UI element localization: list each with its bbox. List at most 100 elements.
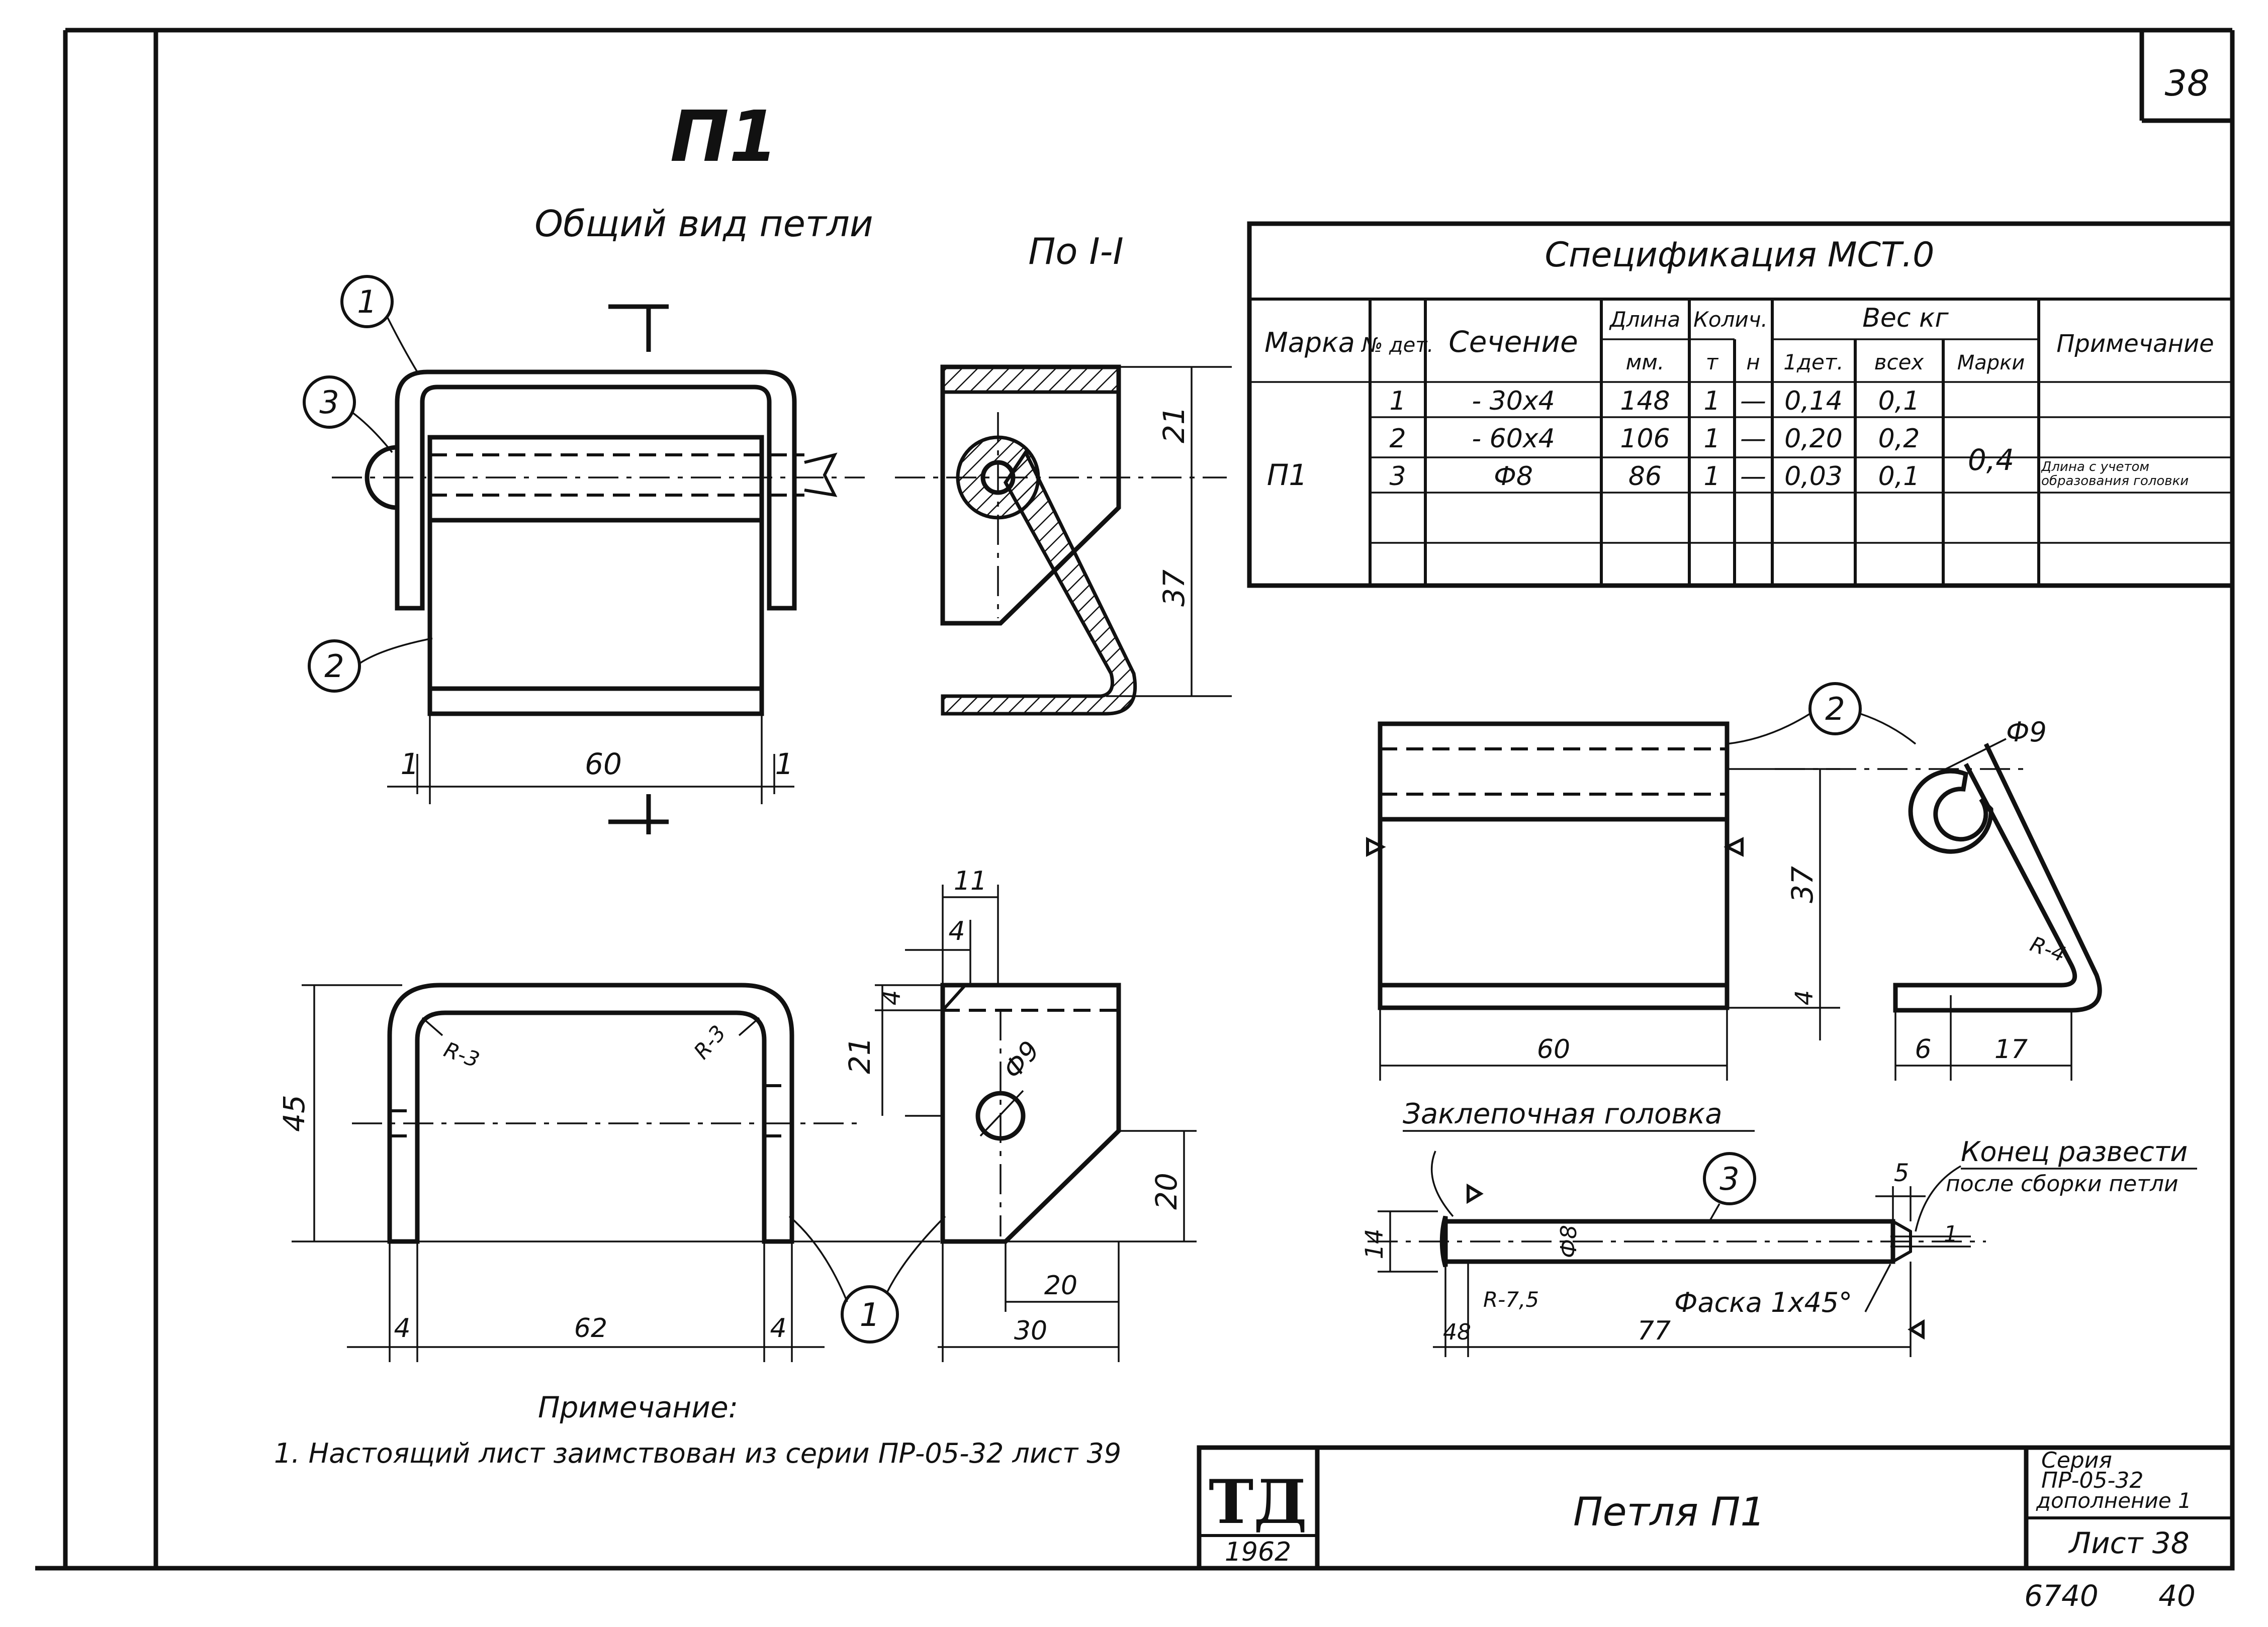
dim-1-left: 1 <box>401 747 419 781</box>
section-view-label: По I-I <box>1028 230 1124 272</box>
spec-row-1-n: — <box>1740 386 1766 416</box>
spec-row-3-w1: 0,03 <box>1784 461 1843 492</box>
dim-r7-5: R-7,5 <box>1483 1287 1539 1312</box>
spec-head-qty-n: н <box>1746 350 1760 374</box>
spec-head-weight: Вес кг <box>1862 303 1949 333</box>
dim-30: 30 <box>1014 1316 1047 1346</box>
dim-37-part2: 37 <box>1785 866 1820 903</box>
spec-row-1-length: 148 <box>1620 386 1670 416</box>
spec-row-3-t: 1 <box>1703 461 1720 492</box>
dim-60: 60 <box>585 747 622 781</box>
part1-front-view <box>292 983 940 1362</box>
callout-2-part2 <box>1808 682 1862 735</box>
sheet-number: 38 <box>2164 63 2209 104</box>
spec-row-3-wall: 0,1 <box>1878 461 1920 492</box>
end-note-line-2: после сборки петли <box>1946 1171 2179 1197</box>
spec-title: Спецификация МСТ.0 <box>1545 235 1935 275</box>
general-view <box>332 304 865 834</box>
stamp-sheet: Лист 38 <box>2068 1526 2189 1560</box>
dim-4-left-bottom: 4 <box>394 1313 410 1344</box>
spec-head-w-all: всех <box>1874 350 1925 374</box>
stamp-series-2: ПР-05-32 <box>2041 1468 2143 1493</box>
dim-45: 45 <box>277 1095 311 1132</box>
dim-62: 62 <box>574 1313 607 1344</box>
svg-text:2: 2 <box>324 648 344 685</box>
spec-mark: П1 <box>1267 458 1308 492</box>
callout-1-bottom <box>841 1285 899 1344</box>
spec-row-3-section: Ф8 <box>1494 461 1533 492</box>
stamp-org: ТД <box>1209 1467 1307 1538</box>
note-1: 1. Настоящий лист заимствован из серии П… <box>274 1438 1121 1469</box>
spec-row-2-length: 106 <box>1620 424 1670 454</box>
rivet-head-label: Заклепочная головка <box>1403 1098 1722 1130</box>
spec-row-2-t: 1 <box>1703 424 1720 454</box>
spec-head-length-unit: мм. <box>1626 350 1665 374</box>
title-block <box>1197 1445 2235 1571</box>
svg-text:1: 1 <box>357 283 377 320</box>
spec-row-1-wall: 0,1 <box>1878 386 1920 416</box>
spec-head-det: № дет. <box>1361 334 1434 357</box>
callout-2-general <box>308 639 361 693</box>
svg-text:2: 2 <box>1825 691 1845 727</box>
spec-row-1-det: 1 <box>1389 386 1406 416</box>
spec-row-3-det: 3 <box>1389 461 1406 492</box>
spec-head-w-one: 1дет. <box>1783 350 1843 374</box>
spec-head-note: Примечание <box>2056 330 2214 358</box>
section-view <box>895 364 1232 716</box>
spec-row-1-w1: 0,14 <box>1784 386 1843 416</box>
part1-side-view <box>875 885 1197 1362</box>
specification-table <box>1247 221 2235 588</box>
spec-row-1-section: - 30x4 <box>1472 386 1555 416</box>
spec-head-length: Длина <box>1609 307 1680 332</box>
footer-code: 6740 <box>2024 1579 2099 1613</box>
stamp-series-3: дополнение 1 <box>2036 1488 2192 1513</box>
callout-3-general <box>303 375 356 429</box>
spec-head-w-mark: Марки <box>1957 351 2025 374</box>
dim-60-part2: 60 <box>1537 1034 1570 1065</box>
dim-phi9-part2: Ф9 <box>2006 716 2047 748</box>
spec-head-section: Сечение <box>1448 325 1578 359</box>
dim-11: 11 <box>954 866 987 896</box>
part2-views <box>1366 721 2102 1081</box>
end-note-line-1: Конец развести <box>1961 1136 2188 1168</box>
spec-row-3-n: — <box>1740 461 1766 492</box>
dim-1-rivet: 1 <box>1944 1221 1958 1247</box>
dim-r3-left: R-3 <box>441 1037 483 1072</box>
dim-4-right-bottom: 4 <box>770 1313 786 1344</box>
callout-1-general <box>340 275 394 328</box>
svg-text:1: 1 <box>860 1297 880 1334</box>
general-view-label: Общий вид петли <box>534 203 873 245</box>
dim-20: 20 <box>1044 1271 1077 1301</box>
dim-4-top: 4 <box>948 916 965 946</box>
spec-head-qty: Колич. <box>1693 307 1768 332</box>
dim-r3-right: R-3 <box>689 1020 731 1064</box>
dim-21-side: 21 <box>843 1037 877 1074</box>
stamp-year: 1962 <box>1225 1537 1291 1567</box>
rivet-view <box>1368 1151 1986 1357</box>
drawing-title: П1 <box>670 96 778 178</box>
callout-3-rivet <box>1703 1152 1756 1205</box>
stamp-series-1: Серия <box>2041 1448 2112 1473</box>
notes-title: Примечание: <box>538 1390 738 1424</box>
dim-77: 77 <box>1638 1316 1671 1346</box>
dim-4-side: 4 <box>878 990 906 1006</box>
dim-6: 6 <box>1915 1034 1931 1065</box>
dim-r4: R-4 <box>2027 931 2069 967</box>
dim-20-vert: 20 <box>1149 1173 1184 1210</box>
stamp-name: Петля П1 <box>1573 1490 1765 1535</box>
spec-row-2-n: — <box>1740 424 1766 454</box>
spec-row-2-wall: 0,2 <box>1878 424 1920 454</box>
spec-row-3-length: 86 <box>1628 461 1662 492</box>
dim-4-part2: 4 <box>1790 990 1819 1006</box>
svg-text:3: 3 <box>1719 1161 1739 1197</box>
dim-17: 17 <box>1994 1034 2028 1065</box>
spec-row-2-section: - 60x4 <box>1472 424 1555 454</box>
dim-phi9-side: Ф9 <box>997 1035 1046 1085</box>
dim-21-section: 21 <box>1157 406 1191 443</box>
spec-row-2-det: 2 <box>1389 424 1406 454</box>
footer-num: 40 <box>2158 1579 2196 1613</box>
dim-14: 14 <box>1360 1228 1389 1259</box>
dim-48: 48 <box>1443 1319 1471 1345</box>
spec-row-1-t: 1 <box>1703 386 1720 416</box>
